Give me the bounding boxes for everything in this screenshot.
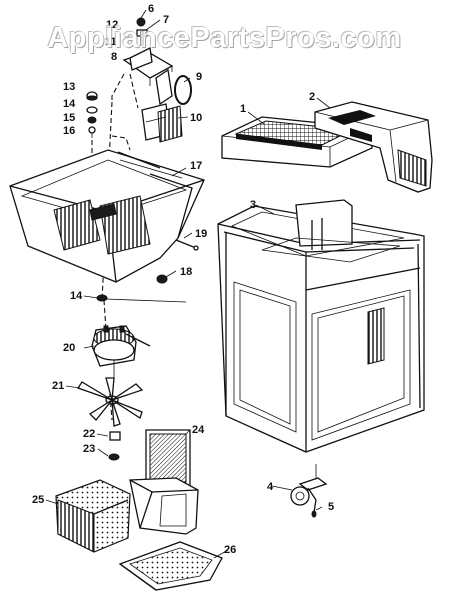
part-number-labels: 1 2 3 4 5 6 7 8 9 10 11 12 13 14 15 16 1… [32, 3, 334, 556]
part-10-float [141, 103, 183, 143]
part-9-o-ring [174, 75, 192, 105]
part-3-cabinet [217, 199, 425, 453]
part-26-bottom-tray [118, 541, 223, 591]
label-18: 18 [180, 266, 192, 278]
part-25-wick-pad [55, 479, 131, 553]
label-24: 24 [192, 424, 205, 436]
label-3: 3 [250, 199, 256, 211]
label-2: 2 [309, 91, 315, 103]
part-2-rear-housing [314, 101, 433, 193]
label-19: 19 [195, 228, 207, 240]
label-12: 12 [106, 19, 118, 31]
label-14-lower: 14 [70, 290, 83, 302]
label-13: 13 [63, 81, 75, 93]
part-20-motor [91, 325, 151, 378]
label-25: 25 [32, 494, 44, 506]
label-6: 6 [148, 3, 154, 15]
label-7: 7 [163, 14, 169, 26]
label-4: 4 [267, 481, 274, 493]
part-4-5-caster [290, 464, 328, 518]
label-leader-lines [45, 9, 331, 559]
label-14-top: 14 [63, 98, 76, 110]
part-19-rod [175, 239, 199, 251]
part-17-base-pan [9, 149, 205, 283]
label-21: 21 [52, 380, 64, 392]
part-21-fan-blade [76, 377, 144, 427]
label-23: 23 [83, 443, 95, 455]
part-23-nut [108, 453, 120, 461]
label-11: 11 [105, 36, 117, 48]
label-22: 22 [83, 428, 95, 440]
part-24-filter-frame [129, 429, 199, 535]
part-22-spacer [109, 431, 121, 441]
label-16: 16 [63, 125, 75, 137]
label-15: 15 [63, 112, 75, 124]
label-1: 1 [240, 103, 246, 115]
label-17: 17 [190, 160, 202, 172]
parts-13-16-washers [86, 91, 98, 138]
label-5: 5 [328, 501, 334, 513]
part-14-lower-washer [96, 294, 108, 302]
label-10: 10 [190, 112, 202, 124]
label-20: 20 [63, 342, 75, 354]
label-8: 8 [111, 51, 117, 63]
part-18-clip [156, 274, 168, 284]
parts-6-12-float-assembly [122, 17, 174, 106]
label-26: 26 [224, 544, 236, 556]
label-9: 9 [196, 71, 202, 83]
